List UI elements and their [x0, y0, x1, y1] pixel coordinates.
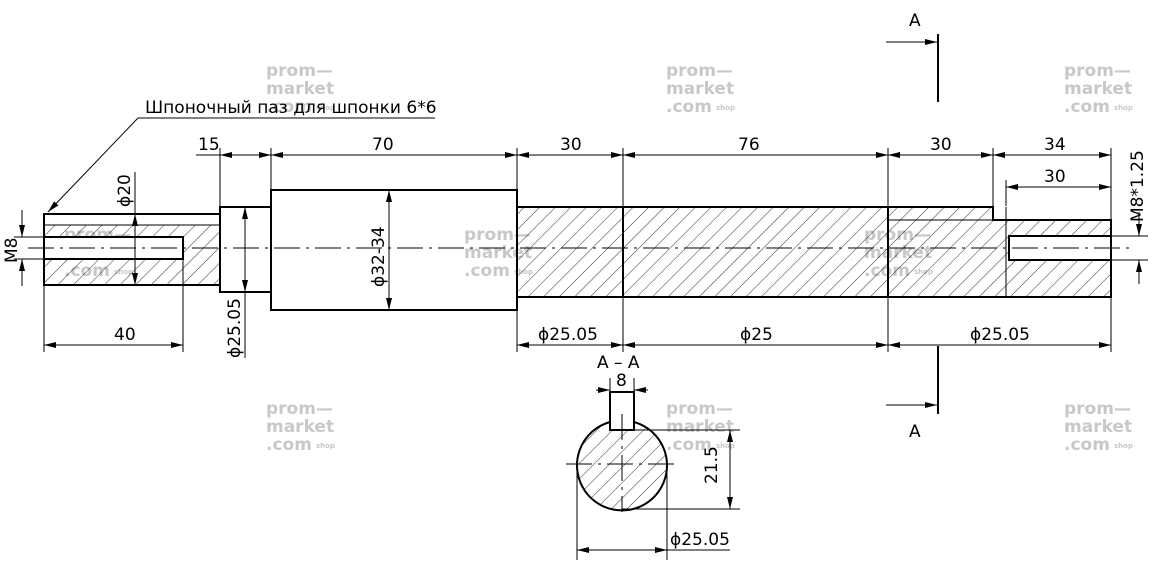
dim-d25: ϕ25	[740, 325, 773, 345]
svg-text:shop: shop	[1114, 104, 1133, 112]
dim-d25-05-b: ϕ25.05	[970, 325, 1030, 345]
dim-30-c: 30	[1044, 167, 1066, 187]
svg-text:prom—: prom—	[1064, 399, 1131, 419]
svg-text:market: market	[1064, 417, 1132, 437]
dimension-lines	[14, 117, 1148, 358]
svg-text:.com: .com	[464, 261, 510, 281]
dim-70: 70	[372, 135, 394, 155]
section-dim-21-5: 21.5	[702, 446, 722, 484]
watermark-logo: prom—market.com shop	[666, 399, 735, 455]
svg-text:.com: .com	[266, 435, 312, 455]
svg-text:prom—: prom—	[266, 61, 333, 81]
svg-text:.com: .com	[666, 97, 712, 117]
key-slot-note: Шпоночный паз для шпонки 6*6	[145, 98, 437, 118]
svg-text:.com: .com	[1064, 97, 1110, 117]
watermark-logo: prom—market.com shop	[666, 61, 735, 117]
svg-text:market: market	[266, 79, 334, 99]
section-dim-d25-05: ϕ25.05	[670, 530, 730, 550]
dim-76: 76	[738, 135, 760, 155]
section-a-a-view	[566, 378, 740, 560]
svg-text:shop: shop	[316, 104, 335, 112]
dim-30-b: 30	[930, 135, 952, 155]
section-mark-bottom: A	[909, 422, 921, 442]
svg-text:market: market	[1064, 79, 1132, 99]
section-mark-top: A	[909, 11, 921, 31]
watermark-logo: prom—market.com shop	[1064, 61, 1133, 117]
svg-text:market: market	[666, 79, 734, 99]
dim-30-a: 30	[560, 135, 582, 155]
dim-40: 40	[114, 325, 136, 345]
svg-text:.com: .com	[666, 435, 712, 455]
svg-text:prom—: prom—	[666, 399, 733, 419]
dim-d25-05-a: ϕ25.05	[538, 325, 598, 345]
svg-text:market: market	[666, 417, 734, 437]
svg-text:prom—: prom—	[266, 399, 333, 419]
section-dim-8: 8	[616, 371, 627, 391]
dim-m8: M8	[2, 238, 22, 263]
dimension-texts: Шпоночный паз для шпонки 6*6 15 70 30 76…	[2, 11, 1148, 550]
dim-d32-34: ϕ32-34	[369, 226, 389, 287]
shaft-outline	[43, 189, 1112, 311]
svg-text:shop: shop	[716, 442, 735, 450]
svg-text:shop: shop	[1114, 442, 1133, 450]
svg-text:.com: .com	[266, 97, 312, 117]
dim-15: 15	[198, 135, 220, 155]
section-title: A – A	[597, 353, 640, 373]
svg-text:shop: shop	[316, 442, 335, 450]
dim-34: 34	[1044, 135, 1066, 155]
watermark-logo: prom—market.com shop	[266, 61, 335, 117]
dim-m8-thread: M8*1.25	[1128, 150, 1148, 222]
svg-text:prom—: prom—	[1064, 61, 1131, 81]
svg-text:market: market	[266, 417, 334, 437]
dim-d20: ϕ20	[115, 174, 135, 207]
svg-text:shop: shop	[716, 104, 735, 112]
dim-d25-05-vert: ϕ25.05	[225, 298, 245, 358]
section-cut-marks	[886, 34, 939, 414]
svg-text:.com: .com	[1064, 435, 1110, 455]
svg-text:prom—: prom—	[666, 61, 733, 81]
watermark-logo: prom—market.com shop	[1064, 399, 1133, 455]
svg-text:prom—: prom—	[464, 225, 531, 245]
watermark-logo: prom—market.com shop	[266, 399, 335, 455]
